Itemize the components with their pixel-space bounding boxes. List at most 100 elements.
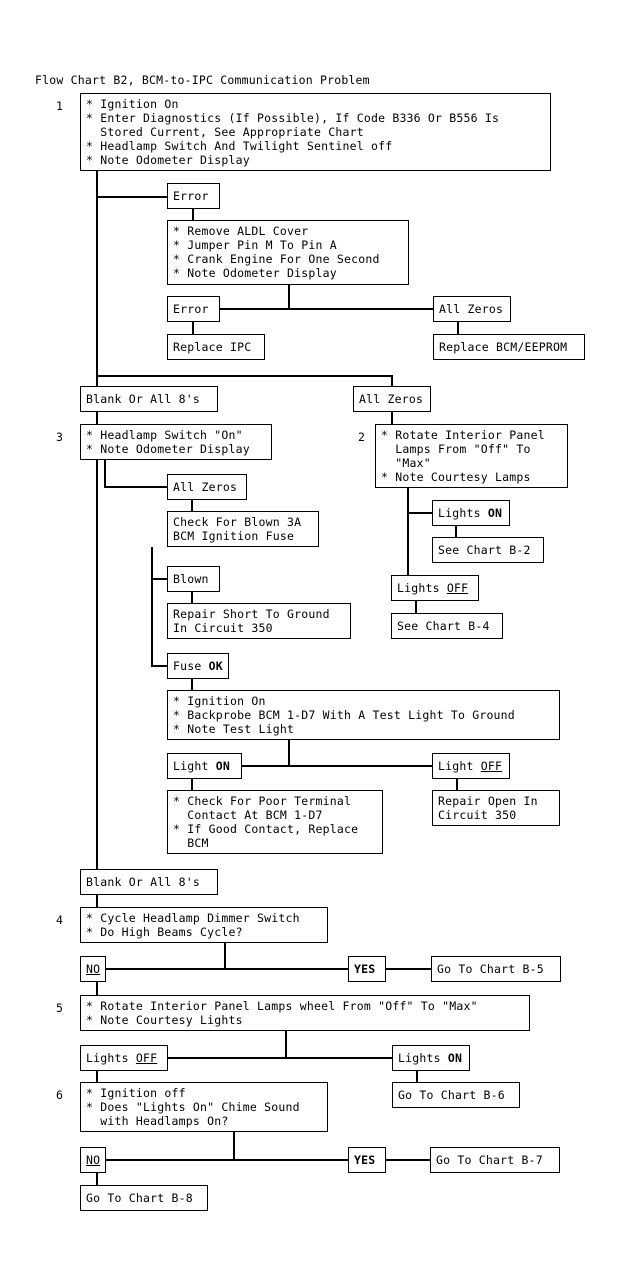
repair-short-box: Repair Short To Ground In Circuit 350 [167,603,351,639]
connector-allzeros-mid-up [391,375,393,387]
no-box-1: NO [80,956,106,982]
error-second-box: Error [167,296,220,322]
fuse-ok-box: Fuse OK [167,653,229,679]
step-number-6: 6 [56,1088,63,1102]
connector-to-error-top [96,196,168,198]
connector-step3-to-allzeros-left [104,486,168,488]
connector-blank2-to-step4 [96,895,98,908]
no-label-2: NO [86,1153,101,1167]
lights-on-emphasis-2: ON [447,1051,463,1065]
connector-to-fuse-ok [151,665,169,667]
step-3-box: * Headlamp Switch "On" * Note Odometer D… [80,424,272,460]
all-zeros-right-box: All Zeros [433,296,511,322]
lights-off-box-1: Lights OFF [391,575,479,601]
connector-step3-down [104,460,106,487]
lights-off-box-2: Lights OFF [80,1045,168,1071]
connector-split-blank-allzeros [96,375,392,377]
no-label-1: NO [86,962,101,976]
connector-step6-down [233,1132,235,1159]
connector-step6-no-yes [104,1159,349,1161]
step-number-2: 2 [358,430,365,444]
light-on-box: Light ON [167,753,242,779]
go-to-chart-b6-box: Go To Chart B-6 [392,1082,520,1108]
step-5-box: * Rotate Interior Panel Lamps wheel From… [80,995,530,1031]
fuse-ok-emphasis: OK [208,659,223,673]
step-2-box: * Rotate Interior Panel Lamps From "Off"… [375,424,568,488]
blown-box: Blown [167,566,220,592]
step-4-box: * Cycle Headlamp Dimmer Switch * Do High… [80,907,328,943]
step-number-3: 3 [56,430,63,444]
connector-split-light-on-off [241,765,433,767]
connector-step5-lights-split [166,1057,393,1059]
connector-error-to-replace-ipc [192,322,194,335]
all-zeros-mid-box: All Zeros [353,386,431,412]
connector-lights-on-to-chart-b2 [455,526,457,538]
connector-lights-off-to-chart-b4 [415,601,417,614]
connector-allzeros-to-replace-bcm [457,322,459,335]
lights-off-label-2: Lights [86,1051,136,1065]
step-number-1: 1 [56,99,63,113]
connector-step4-down [224,943,226,969]
go-to-chart-b5-box: Go To Chart B-5 [431,956,561,982]
page-title: Flow Chart B2, BCM-to-IPC Communication … [35,73,370,87]
lights-on-emphasis-1: ON [487,506,503,520]
connector-no2-to-chart-b8 [96,1173,98,1186]
blank-or-all-8s-box-2: Blank Or All 8's [80,869,218,895]
light-on-label: Light [173,759,216,773]
connector-split-error-allzeros [220,308,434,310]
lights-off-label-1: Lights [397,581,447,595]
all-zeros-left-box: All Zeros [167,474,247,500]
connector-fuse-ok-to-backprobe [191,679,193,691]
see-chart-b4-box: See Chart B-4 [391,613,503,639]
blank-or-all-8s-box-1: Blank Or All 8's [80,386,218,412]
connector-lights-off2-to-step6 [96,1071,98,1083]
step-6-box: * Ignition off * Does "Lights On" Chime … [80,1082,328,1132]
fuse-ok-label: Fuse [173,659,209,673]
connector-step4-no-yes [104,968,349,970]
step-number-5: 5 [56,1001,63,1015]
connector-light-on-to-check-terminal [191,779,193,791]
connector-allzeros-to-check-fuse [191,500,193,512]
connector-yes2-to-chart-b7 [385,1159,431,1161]
connector-to-blown [151,578,169,580]
connector-yes1-to-chart-b5 [385,968,432,970]
step-number-4: 4 [56,913,63,927]
connector-blank-to-step3 [96,412,98,425]
go-to-chart-b8-box: Go To Chart B-8 [80,1185,208,1211]
connector-light-off-to-repair-open [456,779,458,791]
repair-open-box: Repair Open In Circuit 350 [432,790,560,826]
replace-bcm-eeprom-box: Replace BCM/EEPROM [433,334,585,360]
connector-main-trunk [96,171,98,873]
connector-error-to-aldl [192,209,194,221]
step-1-box: * Ignition On * Enter Diagnostics (If Po… [80,93,551,171]
connector-lights-on2-to-chart-b6 [416,1071,418,1083]
connector-backprobe-down [288,740,290,766]
yes-label-2: YES [354,1153,376,1167]
light-off-emphasis: OFF [480,759,503,773]
light-off-label: Light [438,759,481,773]
no-box-2: NO [80,1147,106,1173]
connector-check-fuse-trunk [151,547,153,666]
light-off-box: Light OFF [432,753,510,779]
connector-step2-trunk [407,488,409,598]
connector-step2-to-lights-on [407,512,433,514]
check-terminal-box: * Check For Poor Terminal Contact At BCM… [167,790,383,854]
lights-on-box-2: Lights ON [392,1045,470,1071]
connector-no1-to-step5 [96,982,98,996]
aldl-steps-box: * Remove ALDL Cover * Jumper Pin M To Pi… [167,220,409,285]
lights-on-label-1: Lights [438,506,488,520]
connector-allzeros-to-step2 [391,412,393,425]
connector-aldl-down [288,285,290,309]
see-chart-b2-box: See Chart B-2 [432,537,544,563]
connector-blown-to-repair [191,592,193,604]
lights-on-label-2: Lights [398,1051,448,1065]
lights-on-box-1: Lights ON [432,500,510,526]
connector-step5-down [285,1031,287,1058]
yes-box-1: YES [348,956,386,982]
yes-label-1: YES [354,962,376,976]
backprobe-steps-box: * Ignition On * Backprobe BCM 1-D7 With … [167,690,560,740]
lights-off-emphasis-2: OFF [135,1051,158,1065]
replace-ipc-box: Replace IPC [167,334,265,360]
error-top-box: Error [167,183,220,209]
